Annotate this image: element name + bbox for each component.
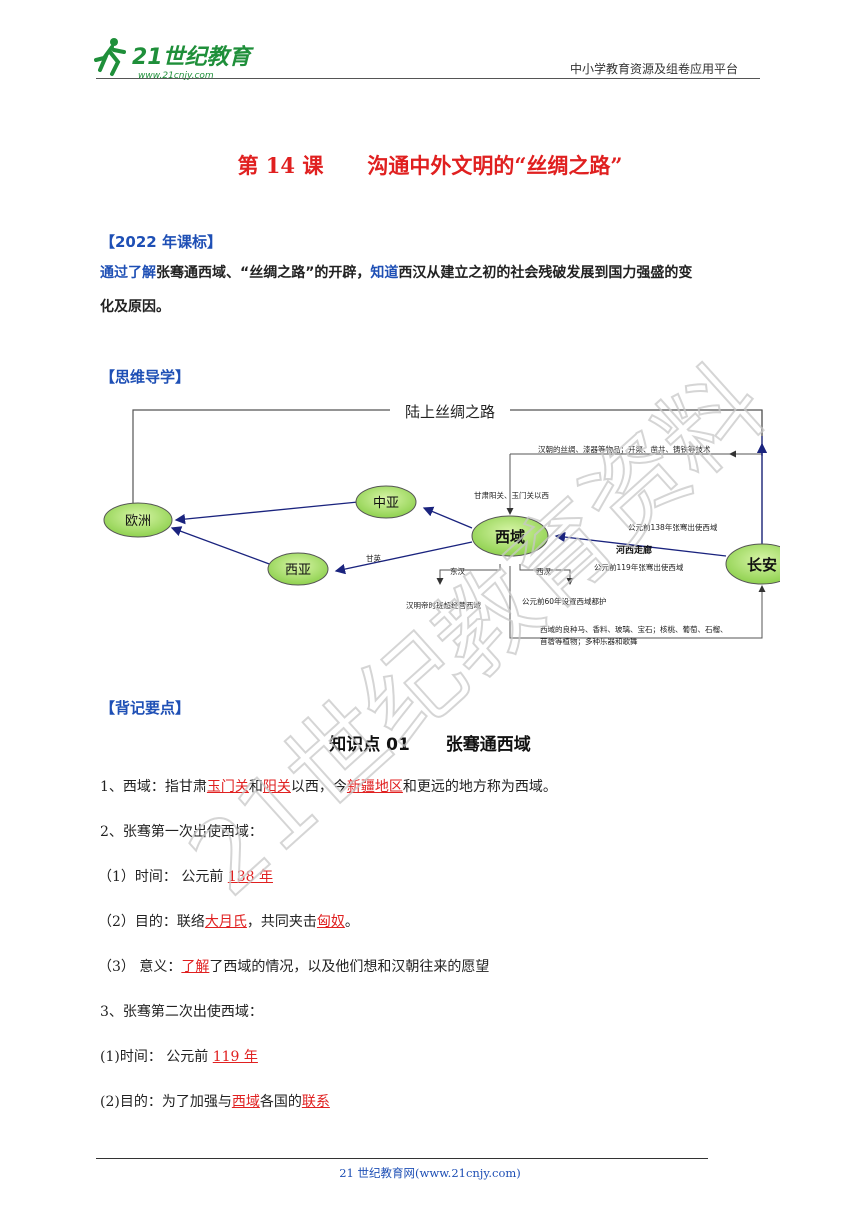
answer-yangguan: 阳关 (262, 779, 291, 795)
svg-text:中亚: 中亚 (373, 496, 399, 511)
point-line-7: (1)时间： 公元前 119 年 (100, 1049, 258, 1065)
answer-liaojie: 了解 (181, 959, 210, 975)
logo-url: www.21cnjy.com (138, 71, 214, 81)
mindmap-label-donghan: 东汉 (450, 566, 465, 576)
node-xiyu: 西域 (471, 515, 549, 557)
silk-road-mindmap: 陆上丝绸之路 汉朝的丝绸、漆器等物品；开渠、凿井、铸铁等技术 甘肃阳关、玉门关以… (103, 403, 780, 646)
knowledge-point-number: 知识点 01 (329, 735, 410, 755)
logo-text: 21世纪教育 (132, 44, 255, 70)
node-europe: 欧洲 (103, 502, 173, 538)
knowledge-point-name: 张骞通西域 (445, 735, 531, 755)
point-line-1: 1、西域：指甘肃玉门关和阳关以西，今新疆地区和更远的地方称为西域。 (100, 779, 557, 795)
mindmap-label-xiyu-goods-2: 苜蓿等植物；多种乐器和歌舞 (540, 636, 638, 646)
standard-paragraph: 通过了解张骞通西域、“丝绸之路”的开辟，知道西汉从建立之初的社会残破发展到国力强… (100, 256, 762, 324)
point-line-3: （1）时间： 公元前 138 年 (98, 869, 273, 885)
answer-xiyu: 西域 (231, 1094, 260, 1110)
standard-verb-1: 通过了解 (100, 265, 156, 281)
mindmap-label-hexi: 河西走廊 (616, 544, 652, 556)
mindmap-label-ganying: 甘英 (366, 553, 381, 563)
answer-year-119: 119 年 (212, 1049, 258, 1065)
point-line-2: 2、张骞第一次出使西域： (100, 824, 263, 840)
footer-link[interactable]: 21 世纪教育网(www.21cnjy.com) (339, 1166, 521, 1180)
mindmap-top-label: 陆上丝绸之路 (405, 403, 495, 421)
node-changan: 长安 (725, 543, 780, 585)
standard-verb-2: 知道 (370, 265, 399, 281)
point-line-8: (2)目的：为了加强与西域各国的联系 (100, 1094, 330, 1110)
svg-text:西亚: 西亚 (285, 563, 311, 578)
keypoints-heading: 【背记要点】 (100, 699, 191, 717)
standard-text-3: 化及原因。 (100, 299, 170, 315)
answer-yumenguan: 玉门关 (206, 779, 249, 795)
svg-text:西域: 西域 (495, 528, 525, 546)
mindmap-label-year119: 公元前119年张骞出使西域 (594, 562, 684, 572)
mindmap-label-xihan: 西汉 (536, 567, 551, 576)
knowledge-point-title: 知识点 01 张骞通西域 (0, 730, 860, 755)
mindmap-label-duhu: 公元前60年设置西域都护 (522, 596, 607, 606)
mindmap-label-xiyu-goods-1: 西域的良种马、香料、玻璃、宝石；核桃、葡萄、石榴、 (540, 624, 728, 634)
page-title: 第 14 课 沟通中外文明的“丝绸之路” (0, 150, 860, 180)
point-line-6: 3、张骞第二次出使西域： (100, 1004, 263, 1020)
mindmap-label-banchao: 汉明帝时班超经营西域 (406, 600, 481, 610)
footer-divider (96, 1158, 708, 1159)
answer-dayuezhi: 大月氏 (204, 914, 247, 930)
lesson-name: 沟通中外文明的“丝绸之路” (367, 153, 623, 178)
node-central-asia: 中亚 (355, 485, 417, 519)
svg-text:长安: 长安 (747, 556, 777, 574)
header-divider (96, 78, 760, 79)
standard-text-2: 西汉从建立之初的社会残破发展到国力强盛的变 (398, 265, 693, 281)
answer-xinjiang: 新疆地区 (346, 779, 403, 795)
standard-text-1: 张骞通西域、“丝绸之路”的开辟， (156, 265, 371, 281)
mindmap-label-gansu: 甘肃阳关、玉门关以西 (474, 490, 549, 500)
header-platform-text: 中小学教育资源及组卷应用平台 (570, 62, 739, 76)
site-logo: 21世纪教育 www.21cnjy.com (94, 38, 255, 81)
node-west-asia: 西亚 (267, 552, 329, 586)
svg-text:欧洲: 欧洲 (125, 514, 151, 529)
mindmap-label-year138: 公元前138年张骞出使西域 (628, 522, 718, 532)
point-line-5: （3） 意义：了解了西域的情况，以及他们想和汉朝往来的愿望 (98, 959, 490, 975)
lesson-number: 第 14 课 (237, 153, 324, 178)
runner-icon (94, 38, 126, 76)
mindmap-label-han-goods: 汉朝的丝绸、漆器等物品；开渠、凿井、铸铁等技术 (538, 444, 711, 454)
answer-xiongnu: 匈奴 (316, 914, 345, 930)
point-line-4: （2）目的：联络大月氏，共同夹击匈奴。 (98, 914, 359, 930)
answer-lianxi: 联系 (301, 1094, 330, 1110)
answer-year-138: 138 年 (227, 869, 273, 885)
mindmap-heading: 【思维导学】 (100, 368, 191, 386)
standard-heading: 【2022 年课标】 (100, 233, 222, 251)
